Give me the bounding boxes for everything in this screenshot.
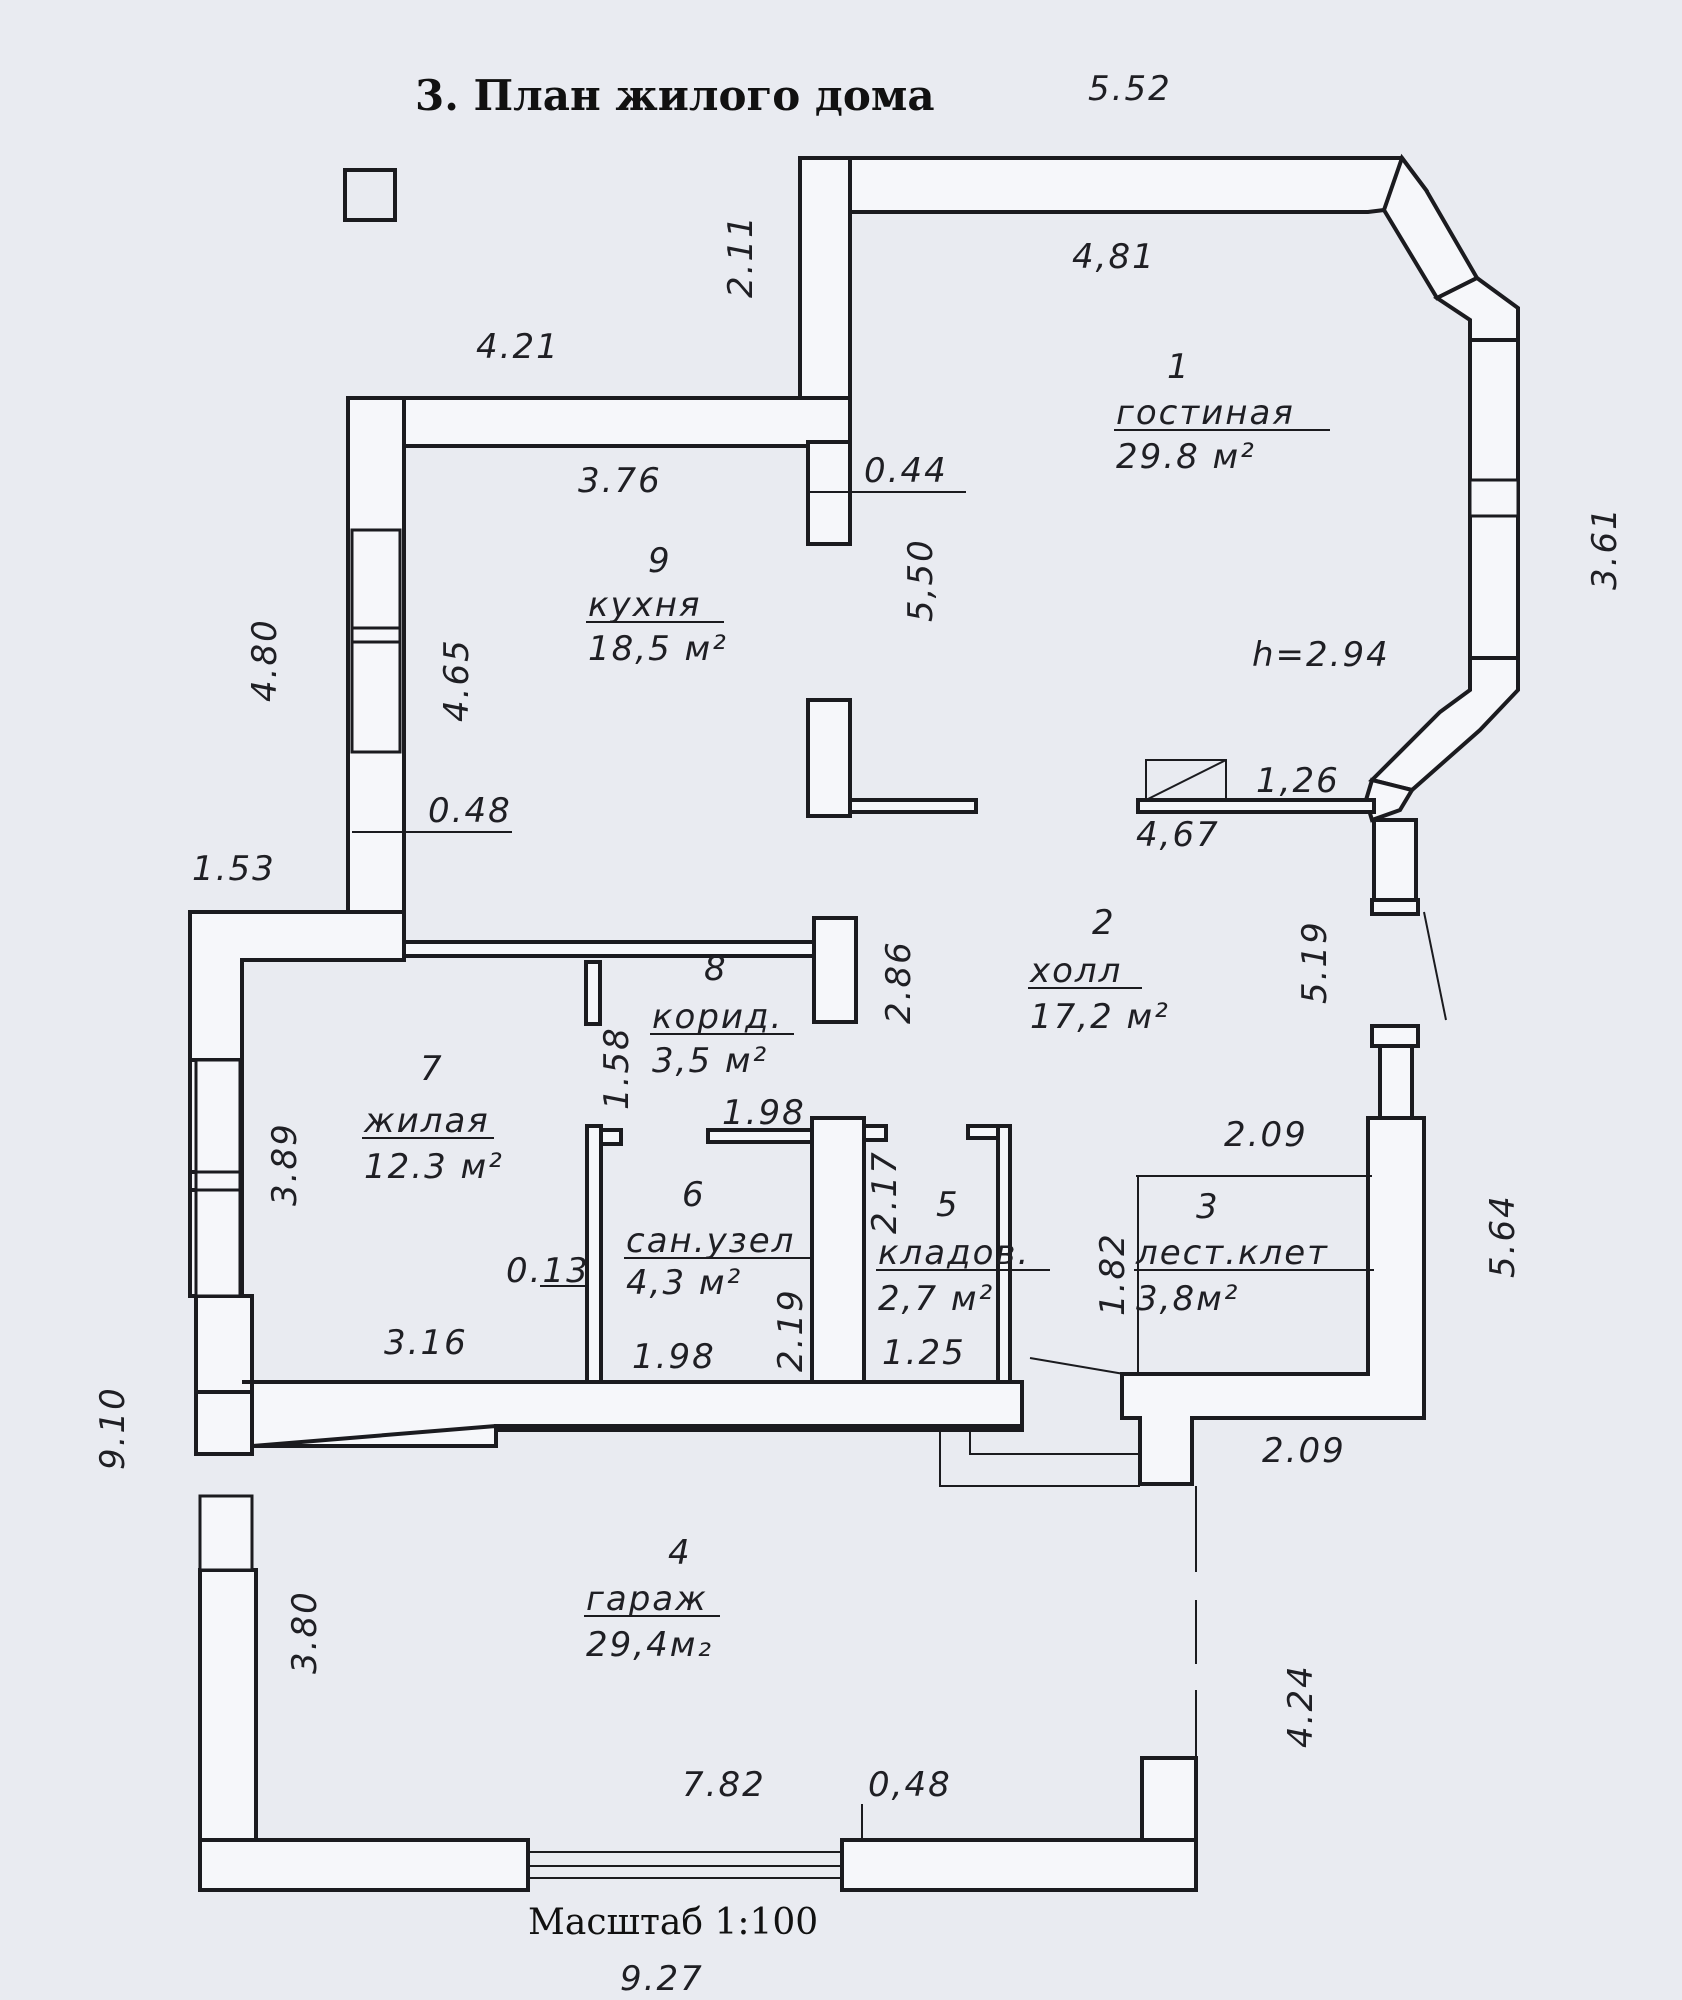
dim-2.11: 2.11: [721, 214, 761, 298]
dim-9.10: 9.10: [93, 1386, 133, 1470]
room-9-label: 9 кухня 18,5 м²: [586, 541, 728, 669]
dim-3.16: 3.16: [384, 1323, 468, 1363]
dim-1.98-bottom: 1.98: [632, 1337, 716, 1377]
dim-0.48-bottom: 0,48: [868, 1765, 952, 1805]
room-area: 12.3 м²: [364, 1147, 504, 1187]
dim-2.17: 2.17: [865, 1150, 905, 1234]
room-name: холл: [1029, 951, 1122, 991]
dim-3.61: 3.61: [1585, 506, 1625, 590]
dim-0.48: 0.48: [428, 791, 512, 831]
room-number: 4: [668, 1533, 692, 1573]
dim-4.80: 4.80: [245, 618, 285, 702]
room-name: сан.узел: [626, 1221, 795, 1261]
room-name: жилая: [363, 1101, 490, 1141]
room-number: 1: [1167, 347, 1191, 387]
dim-2.86: 2.86: [879, 940, 919, 1024]
windows: [194, 478, 1520, 1879]
dim-9.27: 9.27: [620, 1959, 704, 1999]
room-area: 2,7 м²: [878, 1279, 994, 1319]
room-area: 17,2 м²: [1030, 997, 1170, 1037]
dim-2.19: 2.19: [771, 1288, 811, 1372]
dim-1.58: 1.58: [597, 1026, 637, 1110]
room-number: 5: [936, 1185, 960, 1225]
room-name: гараж: [586, 1579, 708, 1619]
dim-2.09-top: 2.09: [1224, 1115, 1308, 1155]
room-name: лест.клет: [1135, 1233, 1329, 1273]
room-number: 8: [704, 949, 728, 989]
scale-label: Масштаб 1:100: [528, 1902, 818, 1943]
dim-0.44: 0.44: [864, 451, 948, 491]
room-number: 3: [1196, 1187, 1220, 1227]
room-name: кухня: [588, 585, 701, 625]
dim-7.82: 7.82: [682, 1765, 766, 1805]
dim-3.80: 3.80: [285, 1590, 325, 1674]
dimensions: 5.52 4,81 2.11 4.21 3.76 0.44 5,50 3.61 …: [93, 69, 1625, 1999]
room-number: 2: [1092, 903, 1116, 943]
room-area: 29,4м₂: [586, 1625, 713, 1665]
dim-2.09-bottom: 2.09: [1262, 1431, 1346, 1471]
room-area: 29.8 м²: [1116, 437, 1256, 477]
dim-0.13: 0.13: [506, 1251, 590, 1291]
plan-title: 3. План жилого дома: [415, 71, 935, 120]
dim-5.19: 5.19: [1295, 920, 1335, 1004]
room-4-label: 4 гараж 29,4м₂: [584, 1533, 720, 1665]
room-name: гостиная: [1116, 393, 1295, 433]
room-area: 3,8м²: [1136, 1279, 1239, 1319]
dim-4.24: 4.24: [1281, 1664, 1321, 1748]
room-1-label: 1 гостиная 29.8 м²: [1114, 347, 1330, 477]
detail-lines: [352, 491, 1447, 1840]
dim-3.89: 3.89: [265, 1122, 305, 1206]
room-area: 3,5 м²: [652, 1041, 768, 1081]
room-number: 7: [420, 1049, 444, 1089]
room-5-label: 5 кладов. 2,7 м²: [876, 1185, 1050, 1319]
marker-square: [343, 168, 397, 222]
dim-1.26: 1,26: [1256, 761, 1340, 801]
room-6-label: 6 сан.узел 4,3 м²: [624, 1175, 812, 1303]
dim-4.81: 4,81: [1072, 237, 1156, 277]
dim-1.25: 1.25: [882, 1333, 966, 1373]
room-name: кладов.: [878, 1233, 1030, 1273]
dim-4.65: 4.65: [437, 638, 477, 722]
dim-5.52: 5.52: [1088, 69, 1172, 109]
dim-5.50: 5,50: [901, 538, 941, 622]
room-8-label: 8 корид. 3,5 м²: [650, 949, 794, 1081]
dim-1.53: 1.53: [192, 849, 276, 889]
ceiling-height: h=2.94: [1252, 635, 1390, 675]
walls: [188, 153, 1520, 1892]
dim-3.76: 3.76: [578, 461, 662, 501]
room-area: 4,3 м²: [626, 1263, 742, 1303]
room-7-label: 7 жилая 12.3 м²: [362, 1049, 504, 1187]
room-name: корид.: [652, 997, 783, 1037]
dim-1.98-top: 1.98: [722, 1093, 806, 1133]
room-2-label: 2 холл 17,2 м²: [1028, 903, 1170, 1037]
room-3-label: 3 лест.клет 3,8м²: [1134, 1187, 1374, 1319]
room-number: 9: [648, 541, 672, 581]
room-number: 6: [682, 1175, 706, 1215]
dim-4.21: 4.21: [476, 327, 560, 367]
dim-5.64: 5.64: [1483, 1194, 1523, 1278]
dim-4.67: 4,67: [1136, 815, 1220, 855]
dim-1.82: 1.82: [1093, 1232, 1133, 1316]
room-area: 18,5 м²: [588, 629, 728, 669]
